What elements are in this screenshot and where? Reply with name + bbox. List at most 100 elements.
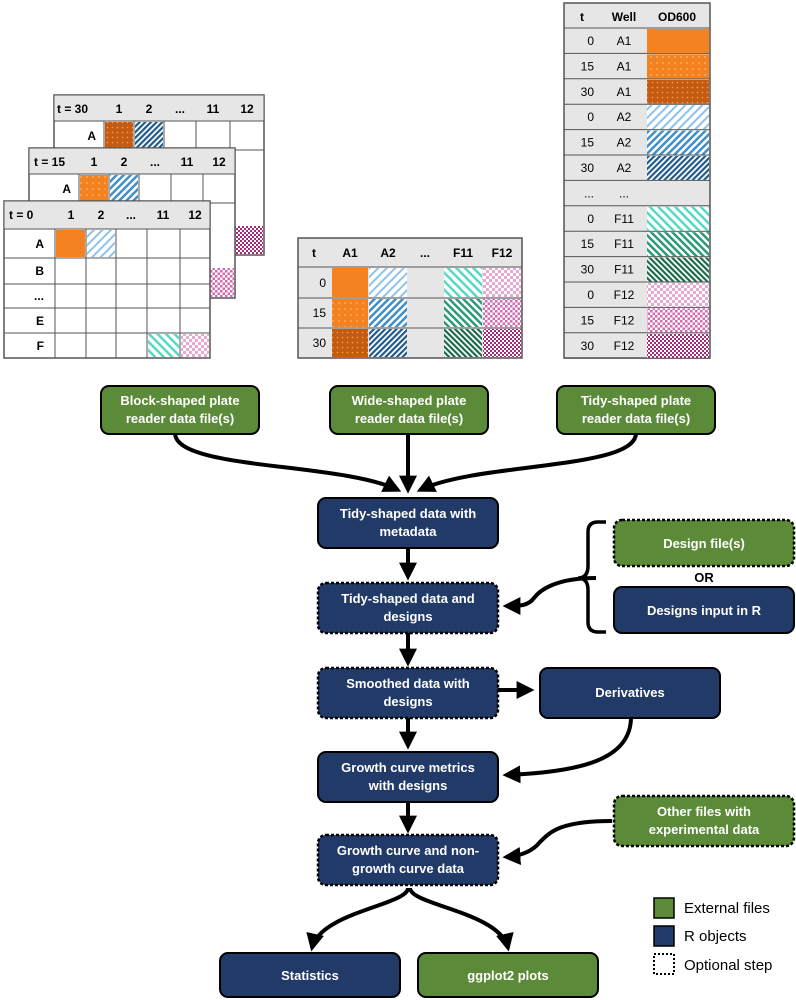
block-t0-col-12: 12: [188, 208, 202, 222]
block-t0-col-11: 11: [157, 208, 170, 222]
wide-t-value: 30: [313, 336, 327, 350]
curly-brace: [577, 520, 606, 634]
wide-header-ellipsis: ...: [420, 246, 430, 260]
legend-swatch-robjects: [653, 925, 675, 947]
node-designs-in-r-label: Designs input in R: [647, 603, 762, 618]
node-ggplot: ggplot2 plots: [417, 952, 599, 998]
legend-external-label: External files: [684, 900, 770, 917]
wide-header-t: t: [312, 246, 316, 260]
block-t30-col-12: 12: [240, 102, 254, 116]
tidy-header-od600: OD600: [658, 10, 696, 24]
block-t15-col-ellipsis: ...: [150, 155, 160, 169]
block-t15-col-1: 1: [91, 155, 98, 169]
block-t0-col-1: 1: [68, 208, 75, 222]
block-t30-col-1: 1: [116, 102, 123, 116]
block-t30-row-a: A: [87, 129, 96, 143]
block-t0-col-2: 2: [98, 208, 105, 222]
block-t30-col-2: 2: [146, 102, 153, 116]
wide-t-value: 0: [319, 276, 326, 290]
legend-swatch-external: [653, 897, 675, 919]
tidy-well-cell: F12: [614, 313, 635, 327]
node-block-file-line2: reader data file(s): [126, 411, 234, 426]
node-tidy-meta: Tidy-shaped data with metadata: [317, 497, 499, 549]
tidy-well-cell: A2: [617, 136, 632, 150]
tidy-t-cell: 15: [581, 237, 595, 251]
node-growth-non: Growth curve and non- growth curve data: [316, 833, 500, 887]
legend-robjects-label: R objects: [684, 928, 747, 945]
tidy-od600-cell: [647, 54, 709, 79]
node-other-files-line2: experimental data: [649, 822, 760, 837]
node-wide-file-line1: Wide-shaped plate: [352, 393, 467, 408]
node-tidy-file-line2: reader data file(s): [582, 411, 690, 426]
tidy-header-well: Well: [612, 10, 636, 24]
tidy-well-cell: F11: [614, 237, 634, 251]
tidy-t-cell: 30: [581, 339, 595, 353]
node-tidy-meta-line1: Tidy-shaped data with: [340, 506, 476, 521]
tidy-od600-cell: [647, 130, 709, 155]
node-metrics-line2: with designs: [368, 778, 448, 793]
node-other-files-line1: Other files with: [657, 804, 751, 819]
tidy-od600-cell: [647, 29, 709, 53]
tidy-od600-cell: [647, 333, 709, 358]
block-t0-row-f: F: [37, 339, 44, 353]
node-derivatives-label: Derivatives: [595, 685, 664, 700]
wide-header-f12: F12: [492, 246, 513, 260]
tidy-od600-cell: [647, 232, 709, 257]
node-statistics-label: Statistics: [281, 968, 339, 983]
node-metrics: Growth curve metrics with designs: [317, 751, 499, 803]
block-t0-row-a: A: [35, 237, 44, 251]
block-t0-row-e: E: [36, 314, 44, 328]
wide-header-a2: A2: [380, 246, 396, 260]
node-ggplot-label: ggplot2 plots: [467, 968, 549, 983]
node-design-files: Design file(s): [612, 518, 796, 568]
tidy-well-cell: F12: [614, 339, 635, 353]
tidy-t-cell: 30: [581, 263, 595, 277]
node-tidy-meta-line2: metadata: [379, 524, 437, 539]
block-table-t0: t = 0 1 2 ... 11 12 A B ... E F: [3, 200, 211, 359]
tidy-od600-cell: [647, 308, 709, 333]
tidy-od600-cell: [647, 257, 709, 282]
tidy-od600-cell: [647, 156, 709, 180]
tidy-t-cell: ...: [584, 186, 594, 200]
connectors: [173, 432, 638, 952]
legend: External files R objects Optional step: [653, 897, 772, 975]
node-tidy-file-line1: Tidy-shaped plate: [581, 393, 691, 408]
tidy-well-cell: A1: [617, 34, 632, 48]
node-designs-in-r: Designs input in R: [613, 586, 795, 634]
tidy-od600-cell: [647, 105, 709, 130]
node-growth-non-line1: Growth curve and non-: [337, 843, 479, 858]
tidy-t-cell: 0: [587, 288, 594, 302]
tidy-t-cell: 15: [581, 313, 595, 327]
node-statistics: Statistics: [219, 952, 401, 998]
tidy-well-cell: ...: [619, 186, 629, 200]
block-t15-row-a: A: [62, 182, 71, 196]
tidy-well-cell: F11: [614, 263, 634, 277]
legend-swatch-optional: [653, 953, 675, 975]
block-t0-corner: t = 0: [9, 208, 34, 222]
block-t15-col-12: 12: [212, 155, 226, 169]
node-wide-file: Wide-shaped plate reader data file(s): [329, 385, 489, 435]
tidy-well-cell: F11: [614, 212, 634, 226]
block-t30-corner: t = 30: [57, 102, 88, 116]
tidy-t-cell: 0: [587, 34, 594, 48]
node-block-file: Block-shaped plate reader data file(s): [100, 385, 260, 435]
node-tidy-file: Tidy-shaped plate reader data file(s): [556, 385, 716, 435]
node-smoothed: Smoothed data with designs: [316, 666, 500, 720]
tidy-t-cell: 30: [581, 161, 595, 175]
node-metrics-line1: Growth curve metrics: [341, 760, 475, 775]
tidy-t-cell: 15: [581, 59, 595, 73]
tidy-t-cell: 30: [581, 85, 595, 99]
node-wide-file-line2: reader data file(s): [355, 411, 463, 426]
node-derivatives: Derivatives: [539, 667, 721, 719]
node-design-files-label: Design file(s): [663, 536, 745, 551]
or-label: OR: [694, 570, 714, 585]
node-tidy-designs-line2: designs: [383, 609, 432, 624]
block-t0-col-ellipsis: ...: [126, 208, 136, 222]
node-other-files: Other files with experimental data: [612, 794, 796, 848]
tidy-od600-cell: [647, 79, 709, 104]
node-block-file-line1: Block-shaped plate: [120, 393, 239, 408]
tidy-t-cell: 0: [587, 110, 594, 124]
block-t30-col-11: 11: [207, 102, 220, 116]
